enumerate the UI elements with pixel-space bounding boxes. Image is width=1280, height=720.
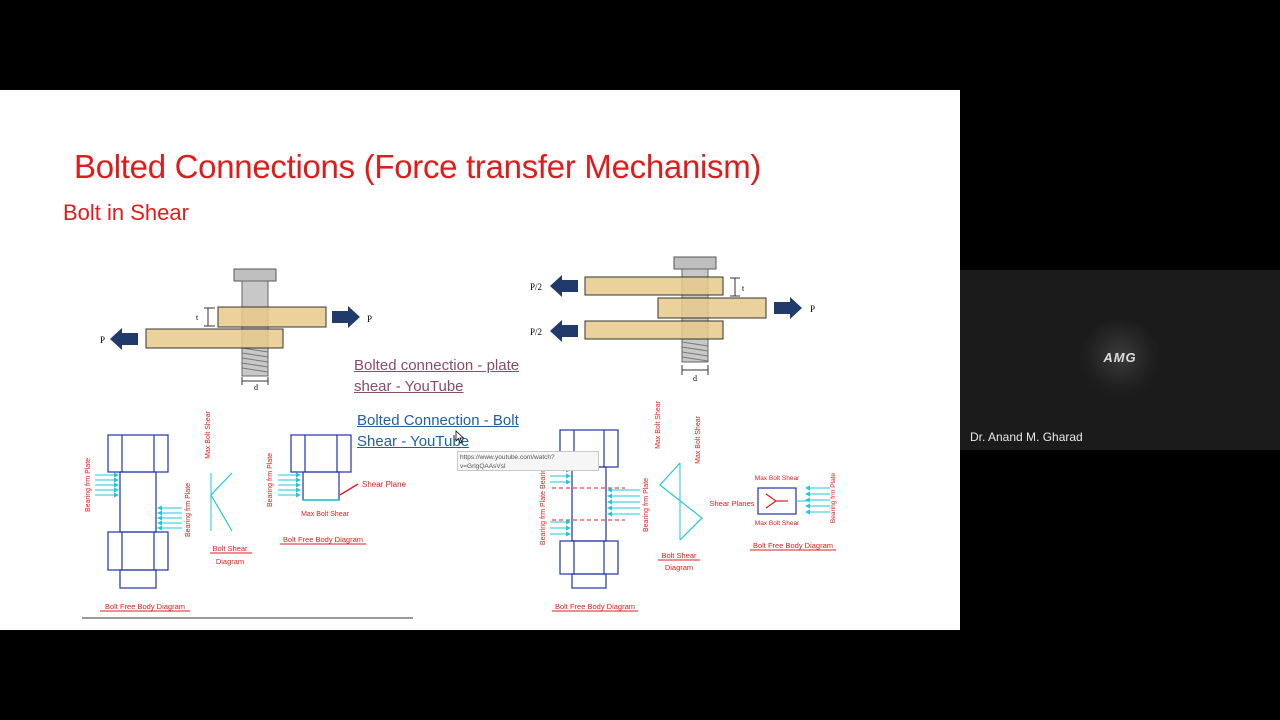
- label-p: P: [367, 314, 372, 324]
- label-max-bolt-shear: Max Bolt Shear: [205, 410, 212, 459]
- amg-logo: AMG: [1080, 320, 1160, 400]
- slide-subtitle: Bolt in Shear: [63, 200, 189, 225]
- single-shear-figure: P P t d: [100, 268, 372, 392]
- label-bolt-shear: Bolt Shear: [661, 551, 697, 560]
- bolt-shear-diagram: P P t d P/2 P/2 P: [82, 256, 837, 619]
- label-bolt-fbd: Bolt Free Body Diagram: [555, 602, 635, 611]
- label-bolt-fbd: Bolt Free Body Diagram: [105, 602, 185, 611]
- label-p-half: P/2: [530, 282, 542, 292]
- label-bearing: Bearing frm Plate: [85, 458, 92, 512]
- label-p: P: [100, 335, 105, 345]
- label-plate-bearing: Bearing frm Plate Bearing: [540, 465, 547, 545]
- slide-title: Bolted Connections (Force transfer Mecha…: [74, 148, 762, 185]
- double-shear-figure: P/2 P/2 P t d: [530, 256, 815, 383]
- label-t: t: [742, 284, 745, 293]
- label-bolt-fbd: Bolt Free Body Diagram: [283, 535, 363, 544]
- label-d: d: [693, 374, 697, 383]
- label-bearing: Bearing frm Plate: [267, 453, 274, 507]
- label-bolt-shear: Bolt Shear: [212, 544, 248, 553]
- label-bearing: Bearing frm Plate: [830, 473, 837, 524]
- label-t: t: [196, 313, 199, 322]
- link-url-tooltip: https://www.youtube.com/watch?v=GrlgQAAs…: [457, 451, 599, 471]
- label-p-half: P/2: [530, 327, 542, 337]
- presentation-slide: P P t d P/2 P/2 P: [0, 90, 960, 630]
- bolt-fbd-left: [107, 434, 169, 589]
- label-max-bolt-shear: Max Bolt Shear: [655, 400, 662, 449]
- label-bolt-fbd: Bolt Free Body Diagram: [753, 541, 833, 550]
- label-max-bolt-shear: Max Bolt Shear: [301, 511, 350, 518]
- label-max-bolt-shear: Max Bolt Shear: [695, 415, 702, 464]
- label-d: d: [254, 383, 258, 392]
- label-bearing: Bearing frm Plate: [185, 483, 192, 537]
- label-max-bolt-shear: Max Bolt Shear: [755, 475, 800, 482]
- amg-logo-text: AMG: [1103, 350, 1137, 365]
- participant-video-tile[interactable]: AMG Dr. Anand M. Gharad: [960, 270, 1280, 450]
- label-shear-planes: Shear Planes: [709, 499, 754, 508]
- label-bearing: Bearing frm Plate: [643, 478, 650, 532]
- label-diagram: Diagram: [216, 557, 244, 566]
- plate-shear-youtube-link[interactable]: Bolted connection - plate shear - YouTub…: [354, 357, 520, 395]
- label-max-bolt-shear: Max Bolt Shear: [755, 520, 800, 527]
- bolt-shear-youtube-link[interactable]: Bolted Connection - Bolt Shear - YouTube: [357, 412, 519, 450]
- participant-name: Dr. Anand M. Gharad: [970, 430, 1083, 444]
- mouse-cursor-icon: [455, 430, 465, 444]
- label-shear-plane: Shear Plane: [362, 480, 407, 489]
- label-diagram: Diagram: [665, 563, 693, 572]
- label-p: P: [810, 304, 815, 314]
